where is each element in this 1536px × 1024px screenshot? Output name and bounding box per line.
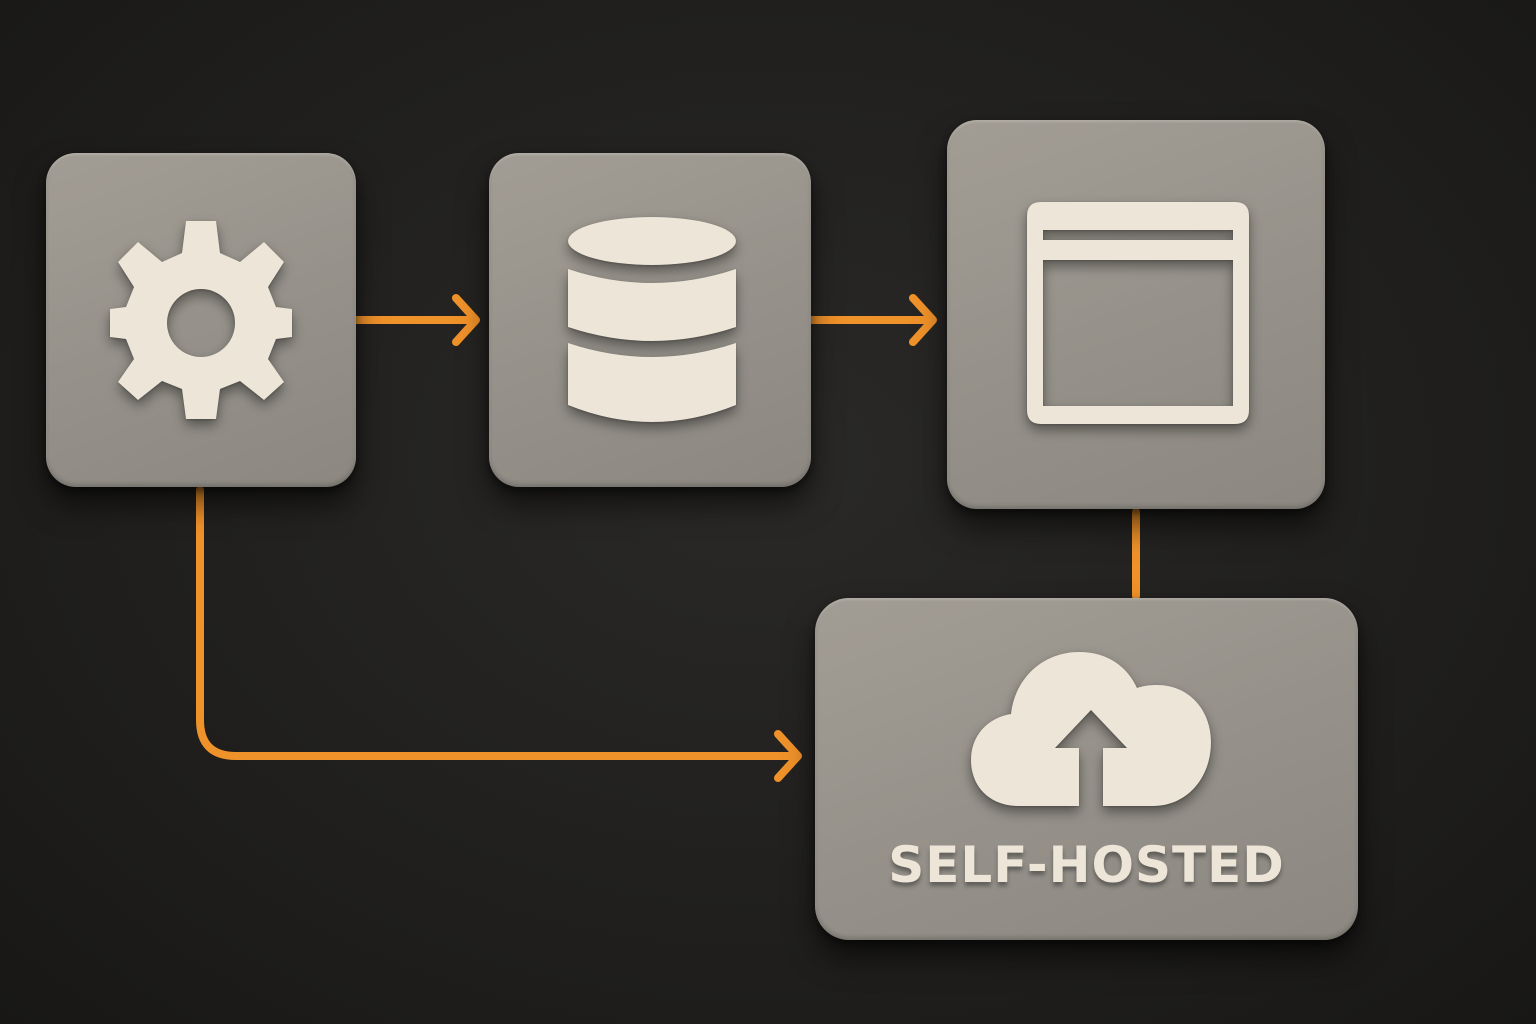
gear-tile — [46, 153, 356, 487]
gear-icon — [110, 221, 292, 419]
cloud-upload-icon — [971, 652, 1211, 806]
arrowhead-gear-to-selfhosted — [774, 730, 802, 782]
self-hosted-tile: SELF-HOSTED — [815, 598, 1358, 940]
arrowhead-database-to-window — [909, 294, 937, 346]
connector-gear-to-selfhosted — [196, 486, 796, 760]
arrowhead-gear-to-database — [452, 294, 480, 346]
browser-window-icon — [1027, 202, 1249, 424]
self-hosted-label: SELF-HOSTED — [888, 836, 1285, 894]
database-icon — [568, 217, 736, 422]
browser-window-tile — [947, 120, 1325, 509]
database-tile — [489, 153, 811, 487]
